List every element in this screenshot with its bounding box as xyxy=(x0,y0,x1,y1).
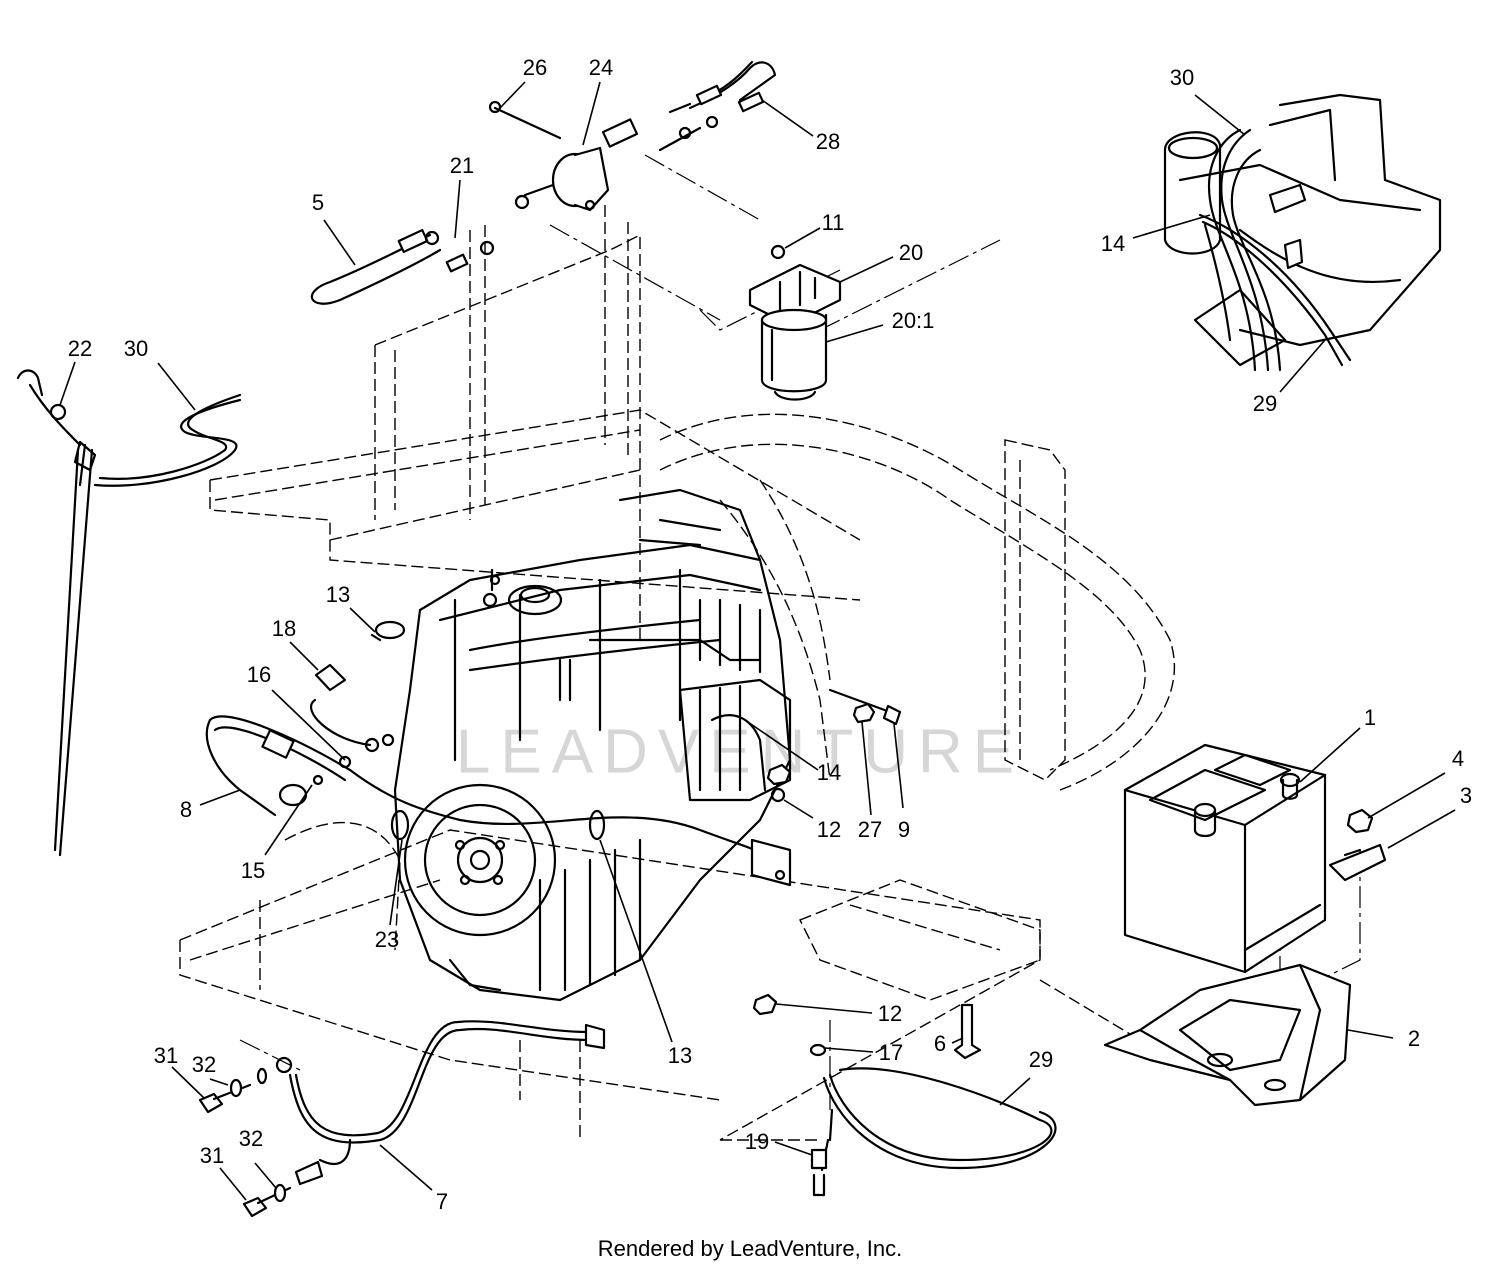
callout-16: 16 xyxy=(247,662,271,687)
callout-18: 18 xyxy=(272,616,296,641)
callout-11: 11 xyxy=(822,210,845,235)
ground-cables xyxy=(198,688,1057,1218)
callout-28: 28 xyxy=(816,129,840,154)
callout-15: 15 xyxy=(241,858,265,883)
callout-13-upper: 13 xyxy=(326,582,350,607)
callout-4: 4 xyxy=(1452,746,1464,771)
callout-20: 20 xyxy=(899,240,923,265)
callout-1: 1 xyxy=(1364,705,1376,730)
wiring-harness xyxy=(205,620,792,887)
callout-13-lower: 13 xyxy=(668,1043,692,1068)
battery-assembly xyxy=(953,743,1387,1107)
inset-detail xyxy=(1163,93,1442,372)
callout-3: 3 xyxy=(1460,783,1472,808)
callout-29-lower: 29 xyxy=(1029,1047,1053,1072)
callout-8: 8 xyxy=(180,797,192,822)
callout-26: 26 xyxy=(523,55,547,80)
callout-9: 9 xyxy=(898,817,910,842)
callout-6: 6 xyxy=(934,1031,946,1056)
callout-14-inset: 14 xyxy=(1101,231,1125,256)
callout-22: 22 xyxy=(68,336,92,361)
callout-27: 27 xyxy=(858,817,882,842)
fuel-filter-assembly xyxy=(748,244,842,401)
callout-19: 19 xyxy=(745,1129,769,1154)
callout-5: 5 xyxy=(312,190,324,215)
callout-24: 24 xyxy=(589,55,613,80)
callout-7: 7 xyxy=(436,1189,448,1214)
footer-credit: Rendered by LeadVenture, Inc. xyxy=(597,1236,903,1261)
fuel-pump-assembly xyxy=(310,60,777,305)
dipstick-tube-assembly xyxy=(16,369,242,857)
callout-31-lower: 31 xyxy=(200,1143,224,1168)
callout-12-upper: 12 xyxy=(817,817,841,842)
callout-12-lower: 12 xyxy=(878,1001,902,1026)
callout-23: 23 xyxy=(375,927,399,952)
callout-31-upper: 31 xyxy=(154,1043,178,1068)
callout-29-inset: 29 xyxy=(1253,391,1277,416)
callout-32-upper: 32 xyxy=(192,1052,216,1077)
callout-labels: 26 24 28 21 5 11 20 20:1 22 30 30 14 29 … xyxy=(68,55,1472,1214)
watermark-text: LEADVENTURE xyxy=(456,717,1024,786)
callout-20-1: 20:1 xyxy=(892,308,935,333)
callout-17: 17 xyxy=(879,1040,903,1065)
callout-21: 21 xyxy=(450,153,474,178)
leader-lines xyxy=(59,81,1456,1201)
callout-32-lower: 32 xyxy=(239,1126,263,1151)
callout-14-main: 14 xyxy=(817,760,841,785)
engine-assembly xyxy=(393,488,792,1002)
callout-30-inset: 30 xyxy=(1170,65,1194,90)
callout-2: 2 xyxy=(1408,1026,1420,1051)
callout-30-main: 30 xyxy=(124,336,148,361)
